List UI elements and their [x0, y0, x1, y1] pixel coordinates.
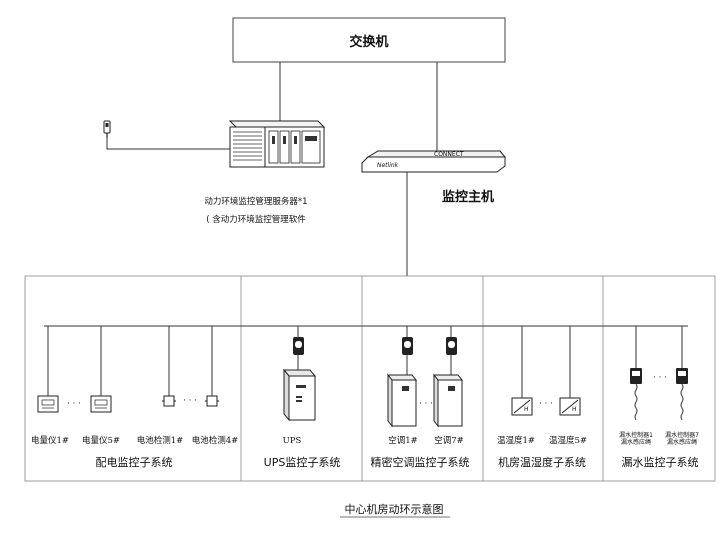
subsystem-leak: · · · 漏水控制器1 漏水感应绳 漏水控制器7 漏水感应绳 漏水监控子系统: [619, 326, 699, 469]
thermo-hygrometer-icon: H: [559, 397, 581, 416]
diagram-caption: 中心机房动环示意图: [345, 502, 444, 516]
host-model: CONNECT: [434, 151, 464, 158]
ellipsis: · · ·: [67, 399, 81, 409]
battery-detector-icon: [205, 395, 219, 407]
svg-text:H: H: [524, 406, 529, 413]
svg-text:H: H: [572, 406, 577, 413]
server-phone-cable: [106, 138, 230, 150]
phone-icon: [103, 120, 111, 138]
ups-icon: [282, 368, 317, 422]
leak-label: 漏水感应绳: [667, 438, 697, 446]
subsystem-title: 漏水监控子系统: [622, 455, 699, 469]
leak-label: 漏水感应绳: [621, 438, 651, 446]
air-conditioner-icon: [432, 373, 464, 428]
power-meter-icon: [37, 395, 59, 413]
device-label: 温湿度5#: [549, 435, 587, 446]
server-label-line2: ( 含动力环境监控管理软件: [206, 214, 306, 225]
battery-detector-icon: [162, 395, 176, 407]
subsystem-title: 机房温湿度子系统: [498, 455, 586, 469]
device-label: 电池检测4#: [192, 435, 239, 446]
subsystem-title: 配电监控子系统: [96, 455, 173, 469]
device-label: 空调1#: [388, 435, 418, 446]
switch-label: 交换机: [349, 34, 388, 50]
subsystem-ac: · · · 空调1# 空调7# 精密空调监控子系统: [371, 326, 470, 469]
leak-sensing-rope: [680, 383, 684, 421]
ellipsis: · · ·: [539, 399, 553, 409]
ellipsis: · · ·: [653, 373, 667, 383]
subsystem-ups: UPS UPS监控子系统: [264, 326, 341, 469]
subsystem-temp-humidity: H H · · · 温湿度1# 温湿度5# 机房温湿度子系统: [497, 326, 587, 469]
subsystem-title: 精密空调监控子系统: [371, 455, 470, 469]
switch-box: [232, 17, 506, 63]
ellipsis: · · ·: [183, 396, 197, 406]
server-icon: [228, 120, 326, 168]
subsystems-outer-frame: [24, 275, 716, 482]
host-label: 监控主机: [442, 189, 494, 205]
thermo-hygrometer-icon: H: [511, 397, 533, 416]
device-label: 电量仪1#: [31, 435, 69, 446]
air-conditioner-icon: [386, 373, 418, 428]
leak-label: 漏水控制器7: [665, 431, 699, 439]
device-label: 电量仪5#: [82, 435, 120, 446]
switch-node: 交换机: [232, 17, 506, 63]
device-label: 电池检测1#: [137, 435, 184, 446]
sensor-module-icon: [446, 337, 457, 355]
subsystem-title: UPS监控子系统: [264, 455, 341, 469]
power-meter-icon: [90, 395, 112, 413]
device-label: 空调7#: [434, 435, 464, 446]
sensor-module-icon: [402, 337, 413, 355]
leak-controller-icon: [676, 368, 688, 384]
leak-label: 漏水控制器1: [619, 431, 653, 439]
ellipsis: · · ·: [419, 399, 433, 409]
device-label: 温湿度1#: [497, 435, 535, 446]
subsystem-frames: [24, 275, 716, 482]
leak-sensing-rope: [634, 383, 638, 421]
server-label-line1: 动力环境监控管理服务器*1: [204, 196, 307, 207]
sensor-module-icon: [293, 337, 304, 355]
device-label: UPS: [283, 436, 302, 446]
subsystem-power: · · · · · · 电量仪1# 电量仪5# 电池检测1# 电池检测4# 配电…: [31, 326, 238, 469]
leak-controller-icon: [630, 368, 642, 384]
monitor-host-icon: Netlink CONNECT: [361, 150, 507, 173]
host-brand: Netlink: [377, 162, 399, 169]
